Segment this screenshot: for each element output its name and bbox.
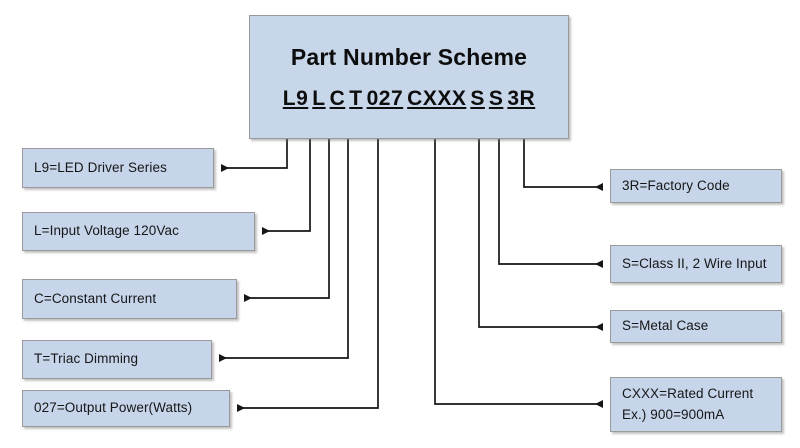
connector-input-volt xyxy=(262,139,311,235)
legend-box-factory-code: 3R=Factory Code xyxy=(610,169,782,203)
code-segment-dimming[interactable]: T xyxy=(349,86,363,110)
legend-label-constant-current: C=Constant Current xyxy=(34,290,157,306)
code-segment-rated-current[interactable]: CXXX xyxy=(407,86,467,110)
legend-box-input-voltage: L=Input Voltage 120Vac xyxy=(22,212,255,251)
code-segment-output-power[interactable]: 027 xyxy=(366,86,404,110)
legend-label-output-power: 027=Output Power(Watts) xyxy=(34,400,193,416)
legend-box-metal-case: S=Metal Case xyxy=(610,310,782,343)
legend-label-input-voltage: L=Input Voltage 120Vac xyxy=(34,223,179,239)
legend-box-class-wire-input: S=Class II, 2 Wire Input xyxy=(610,245,782,283)
connector-const-cur xyxy=(244,139,330,302)
code-segment-class[interactable]: S xyxy=(488,86,504,110)
legend-label-class-wire-input: S=Class II, 2 Wire Input xyxy=(622,255,767,271)
connector-factory xyxy=(523,139,603,191)
legend-label-metal-case: S=Metal Case xyxy=(622,318,709,334)
code-segment-current-type[interactable]: C xyxy=(329,86,346,110)
connector-metal xyxy=(478,139,603,331)
connector-class xyxy=(498,139,603,268)
connector-rated xyxy=(434,139,603,408)
legend-box-rated-current: CXXX=Rated Current Ex.) 900=900mA xyxy=(610,377,782,432)
legend-box-output-power: 027=Output Power(Watts) xyxy=(22,390,230,427)
code-segment-input-voltage[interactable]: L xyxy=(312,86,326,110)
legend-label-rated-current: CXXX=Rated Current Ex.) 900=900mA xyxy=(622,386,754,422)
legend-box-constant-current: C=Constant Current xyxy=(22,279,237,319)
connector-output-pwr xyxy=(237,139,379,412)
legend-label-triac-dimming: T=Triac Dimming xyxy=(34,351,139,367)
code-segment-factory[interactable]: 3R xyxy=(507,86,536,110)
legend-label-series: L9=LED Driver Series xyxy=(34,159,167,175)
connector-series xyxy=(221,139,288,172)
legend-box-series: L9=LED Driver Series xyxy=(22,148,214,188)
legend-box-triac-dimming: T=Triac Dimming xyxy=(22,340,212,379)
code-segment-series[interactable]: L9 xyxy=(282,86,309,110)
code-segment-case[interactable]: S xyxy=(470,86,485,110)
page-title: Part Number Scheme xyxy=(290,43,528,70)
legend-label-factory-code: 3R=Factory Code xyxy=(622,177,730,193)
